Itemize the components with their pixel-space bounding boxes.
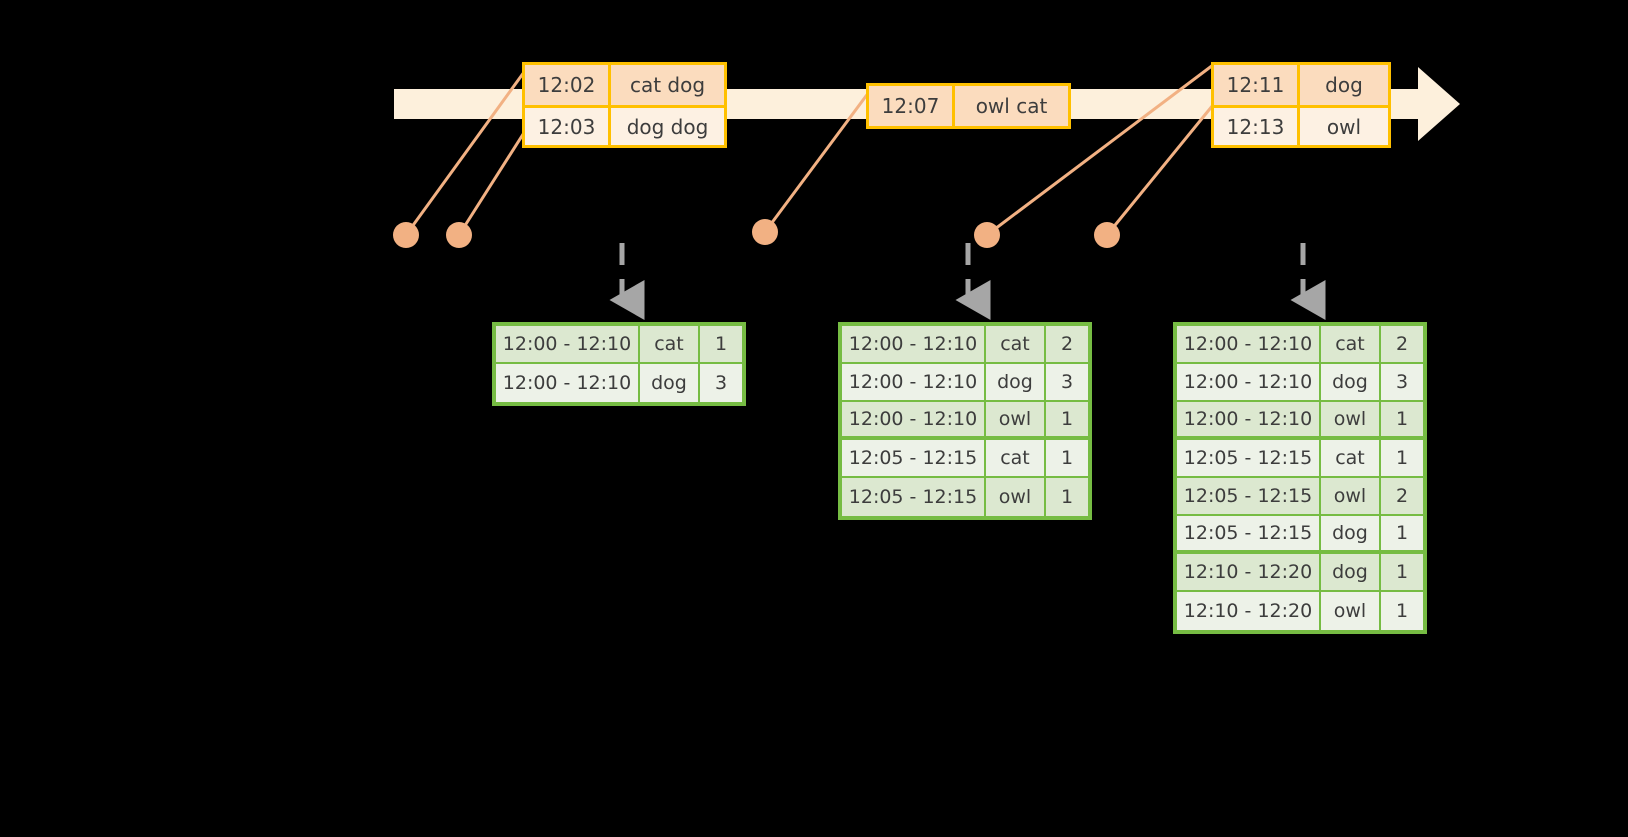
cell-word: owl	[1321, 592, 1381, 630]
cell-count: 1	[1381, 554, 1423, 590]
event-words: dog	[1300, 65, 1388, 105]
cell-count: 2	[1046, 326, 1088, 362]
dashed-arrows	[609, 243, 1326, 320]
connector-line-3	[763, 91, 871, 233]
event-time: 12:02	[525, 65, 611, 105]
event-time: 12:03	[525, 108, 611, 145]
cell-window: 12:00 - 12:10	[842, 364, 986, 400]
cell-count: 1	[1046, 478, 1088, 516]
cell-count: 1	[700, 326, 742, 362]
cell-count: 3	[1381, 364, 1423, 400]
connector-line-2	[457, 127, 529, 236]
event-box-2[interactable]: 12:07 owl cat	[866, 83, 1071, 129]
event-dot-3	[752, 219, 778, 245]
cell-word: owl	[986, 402, 1046, 436]
event-row[interactable]: 12:03 dog dog	[525, 105, 724, 145]
cell-count: 2	[1381, 478, 1423, 514]
event-words: dog dog	[611, 108, 724, 145]
cell-count: 1	[1381, 402, 1423, 436]
cell-window: 12:00 - 12:10	[1177, 364, 1321, 400]
event-time: 12:11	[1214, 65, 1300, 105]
cell-word: cat	[986, 326, 1046, 362]
connector-line-5	[1105, 104, 1215, 236]
cell-window: 12:00 - 12:10	[842, 326, 986, 362]
cell-window: 12:00 - 12:10	[1177, 402, 1321, 436]
cell-word: owl	[1321, 478, 1381, 514]
event-dots	[393, 219, 1120, 248]
cell-window: 12:05 - 12:15	[1177, 440, 1321, 476]
event-words: owl cat	[955, 86, 1068, 126]
event-row[interactable]: 12:02 cat dog	[525, 65, 724, 105]
cell-count: 1	[1046, 440, 1088, 476]
event-dot-4	[974, 222, 1000, 248]
cell-word: owl	[986, 478, 1046, 516]
cell-count: 2	[1381, 326, 1423, 362]
cell-count: 3	[1046, 364, 1088, 400]
cell-word: owl	[1321, 402, 1381, 436]
cell-word: cat	[640, 326, 700, 362]
cell-window: 12:00 - 12:10	[842, 402, 986, 436]
event-words: owl	[1300, 108, 1388, 145]
cell-window: 12:10 - 12:20	[1177, 554, 1321, 590]
cell-window: 12:00 - 12:10	[496, 364, 640, 402]
cell-window: 12:05 - 12:15	[1177, 478, 1321, 514]
cell-word: cat	[986, 440, 1046, 476]
cell-word: dog	[640, 364, 700, 402]
cell-count: 3	[700, 364, 742, 402]
cell-word: cat	[1321, 440, 1381, 476]
event-box-3[interactable]: 12:11 dog 12:13 owl	[1211, 62, 1391, 148]
cell-window: 12:10 - 12:20	[1177, 592, 1321, 630]
event-box-1[interactable]: 12:02 cat dog 12:03 dog dog	[522, 62, 727, 148]
event-row[interactable]: 12:11 dog	[1214, 65, 1388, 105]
event-dot-1	[393, 222, 419, 248]
cell-count: 1	[1381, 440, 1423, 476]
cell-window: 12:05 - 12:15	[842, 478, 986, 516]
cell-word: dog	[1321, 554, 1381, 590]
event-words: cat dog	[611, 65, 724, 105]
cell-window: 12:00 - 12:10	[496, 326, 640, 362]
cell-word: cat	[1321, 326, 1381, 362]
event-dot-5	[1094, 222, 1120, 248]
connector-line-4	[986, 63, 1214, 237]
event-time: 12:13	[1214, 108, 1300, 145]
cell-window: 12:05 - 12:15	[1177, 516, 1321, 550]
event-dot-2	[446, 222, 472, 248]
cell-count: 1	[1381, 592, 1423, 630]
cell-word: dog	[986, 364, 1046, 400]
cell-word: dog	[1321, 364, 1381, 400]
event-row[interactable]: 12:13 owl	[1214, 105, 1388, 145]
connector-lines	[404, 63, 1215, 237]
event-time: 12:07	[869, 86, 955, 126]
cell-window: 12:00 - 12:10	[1177, 326, 1321, 362]
cell-count: 1	[1381, 516, 1423, 550]
cell-count: 1	[1046, 402, 1088, 436]
cell-window: 12:05 - 12:15	[842, 440, 986, 476]
cell-word: dog	[1321, 516, 1381, 550]
connector-line-1	[404, 67, 529, 236]
event-row[interactable]: 12:07 owl cat	[869, 86, 1068, 126]
